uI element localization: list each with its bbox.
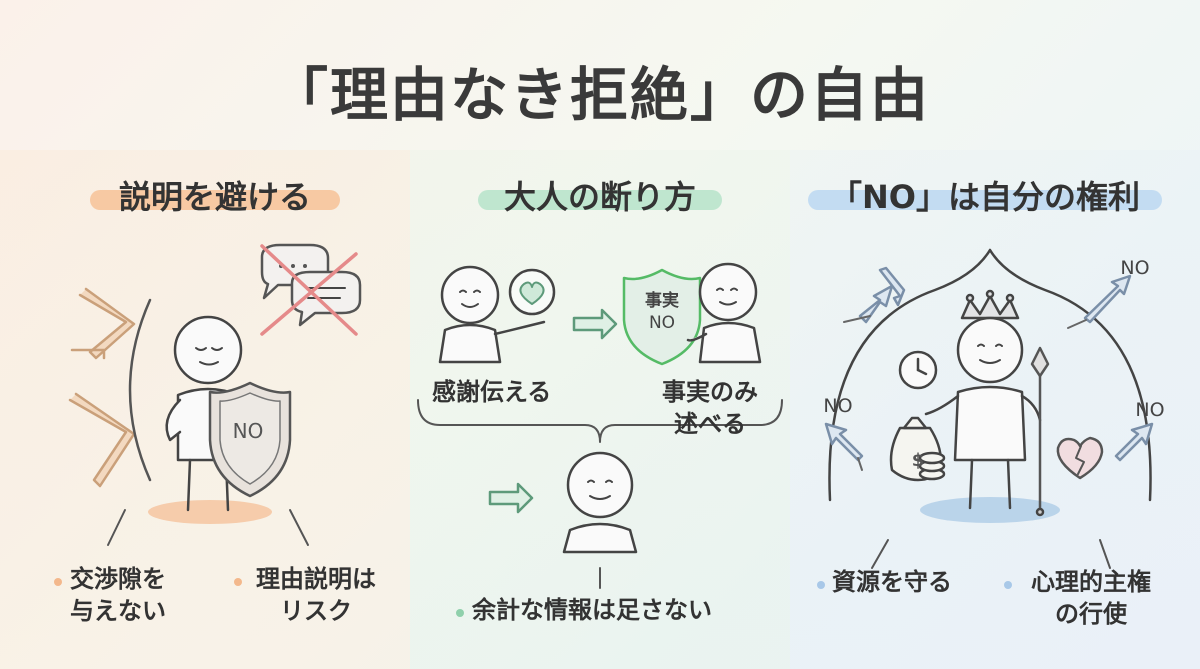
fact-shield-label-bottom: NO	[649, 313, 675, 333]
crown-icon	[960, 289, 1020, 320]
right-arrow-icon	[572, 308, 618, 340]
right-bullet-2: 心理的主権 の行使	[1031, 568, 1151, 628]
shield-icon	[208, 381, 292, 498]
shield-label: NO	[233, 419, 264, 443]
clock-icon	[898, 350, 938, 390]
coin-symbol: $	[912, 450, 925, 471]
protective-dome	[828, 248, 1152, 502]
page-title: 「理由なき拒絶」の自由	[269, 61, 930, 129]
bullet-dot	[54, 578, 62, 586]
person-thanking-icon	[438, 265, 546, 364]
panel-heading-left: 説明を避ける	[118, 178, 311, 216]
heading-highlight-left	[90, 190, 340, 210]
arrow-label-no: NO	[823, 395, 852, 417]
right-arrow-icon	[488, 482, 534, 514]
barrier-arc	[128, 298, 152, 482]
step-thanks-label: 感謝伝える	[432, 378, 552, 406]
bullet-dot	[234, 578, 242, 586]
bullet-dot	[817, 581, 825, 589]
left-bullet-1: 交渉隙を 与えない	[70, 565, 166, 625]
right-bullet-1: 資源を守る	[832, 568, 952, 596]
bullet-dot	[456, 609, 464, 617]
brace	[417, 399, 783, 443]
incoming-arrow-lower-icon	[68, 392, 136, 488]
deflected-arrow-icon	[1083, 274, 1132, 324]
heading-highlight-middle	[478, 190, 722, 210]
panel-heading-right: 「NO」は自分の権利	[830, 178, 1140, 216]
step-facts-label: 事実のみ 述べる	[662, 378, 758, 438]
money-bag-icon	[889, 416, 946, 482]
king-person-icon	[924, 316, 1042, 510]
scepter-icon	[1030, 346, 1050, 517]
person-stating-facts-icon	[686, 262, 762, 364]
dome-base-glow	[920, 497, 1060, 523]
deflected-arrow-icon	[858, 266, 906, 324]
arrow-label-no: NO	[1135, 399, 1164, 421]
heading-highlight-right	[808, 190, 1162, 210]
left-bullet-2: 理由説明は リスク	[256, 565, 376, 625]
incoming-arrow-upper-icon	[70, 287, 136, 360]
panel-heading-middle: 大人の断り方	[503, 178, 696, 216]
bullet-dot	[1004, 581, 1012, 589]
ground-glow	[148, 500, 272, 524]
arrow-label-no: NO	[1120, 257, 1149, 279]
deflected-arrow-icon	[824, 422, 864, 462]
middle-bullet: 余計な情報は足さない	[472, 596, 712, 624]
speech-bubble-icon	[260, 243, 362, 327]
broken-heart-icon	[1056, 436, 1104, 480]
deflected-arrow-icon	[1114, 422, 1154, 462]
person-simple-icon	[562, 451, 638, 554]
fact-shield-icon	[622, 268, 702, 366]
cross-out-icon	[260, 244, 358, 336]
fact-shield-label-top: 事実	[645, 290, 679, 311]
